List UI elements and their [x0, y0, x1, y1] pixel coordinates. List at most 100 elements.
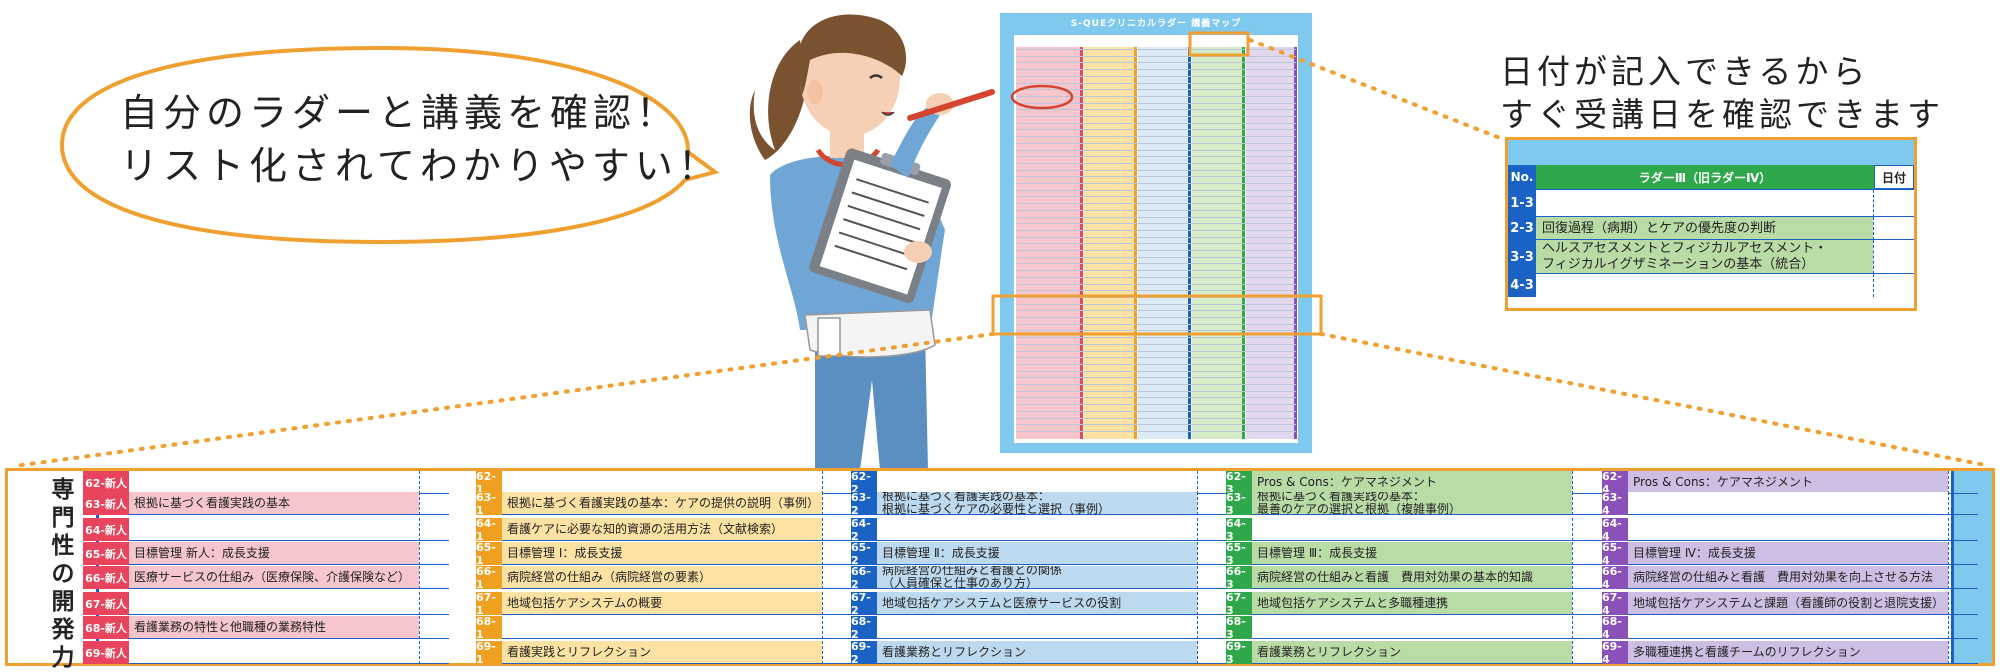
strip-date-cell[interactable]	[1948, 542, 1978, 565]
strip-date-cell[interactable]	[822, 492, 852, 515]
strip-date-cell[interactable]	[1197, 592, 1227, 615]
strip-date-cell[interactable]	[822, 641, 852, 664]
date-entry-cell[interactable]	[1873, 274, 1914, 297]
strip-date-cell[interactable]	[1948, 641, 1978, 664]
strip-date-cell[interactable]	[419, 471, 449, 494]
poster-row-line	[1016, 62, 1296, 64]
strip-date-cell[interactable]	[822, 592, 852, 615]
strip-date-cell[interactable]	[1948, 616, 1978, 639]
header-no: No.	[1508, 165, 1536, 189]
poster-sheet	[1014, 35, 1298, 443]
strip-date-cell[interactable]	[1572, 641, 1602, 664]
strip-date-cell[interactable]	[1948, 492, 1978, 515]
poster-row-line	[1016, 169, 1296, 171]
strip-cell-text	[502, 616, 822, 639]
strip-date-cell[interactable]	[1572, 471, 1602, 494]
strip-date-cell[interactable]	[1197, 492, 1227, 515]
strip-date-cell[interactable]	[1948, 566, 1978, 589]
strip-cell-number: 66-4	[1602, 565, 1628, 591]
strip-cell-number: 65-2	[851, 541, 877, 567]
date-entry-cell[interactable]	[1873, 190, 1914, 217]
strip-date-cell[interactable]	[1572, 566, 1602, 589]
poster-row-line	[1016, 424, 1296, 426]
vertical-label-char: 開	[51, 589, 75, 615]
strip-date-cell[interactable]	[822, 471, 852, 494]
table-top-band	[1508, 140, 1914, 165]
strip-date-cell[interactable]	[419, 492, 449, 515]
strip-date-cell[interactable]	[1572, 542, 1602, 565]
strip-date-cell[interactable]	[1197, 616, 1227, 639]
strip-date-cell[interactable]	[419, 641, 449, 664]
strip-date-cell[interactable]	[419, 592, 449, 615]
strip-date-cell[interactable]	[1948, 518, 1978, 541]
strip-date-cell[interactable]	[1948, 471, 1978, 494]
strip-cell-number: 67-3	[1226, 591, 1252, 617]
strip-cell-number: 62-1	[476, 470, 502, 496]
poster-row-line	[1016, 116, 1296, 117]
strip-date-cell[interactable]	[822, 566, 852, 589]
strip-date-cell[interactable]	[1572, 492, 1602, 515]
strip-cell-number: 65-1	[476, 541, 502, 567]
strip-cell-number: 62-3	[1226, 470, 1252, 496]
strip-cell: 64-新人	[83, 518, 449, 541]
poster-row-line	[1016, 350, 1296, 352]
vertical-label-char: 専	[51, 477, 75, 503]
strip-date-cell[interactable]	[1572, 518, 1602, 541]
date-entry-cell[interactable]	[1873, 217, 1914, 240]
strip-date-cell[interactable]	[1197, 471, 1227, 494]
vertical-label-char: 発	[51, 617, 75, 643]
strip-cell-text	[877, 518, 1197, 541]
strip-date-cell[interactable]	[1948, 592, 1978, 615]
strip-cell-number: 68-3	[1226, 615, 1252, 641]
strip-cell-number: 63-3	[1226, 491, 1252, 517]
poster-row-line	[1016, 357, 1296, 359]
bubble-line-2: リスト化されてわかりやすい！	[120, 144, 721, 188]
poster-row-line	[1016, 270, 1296, 272]
strip-cell-text: 医療サービスの仕組み（医療保険、介護保険など）	[129, 566, 419, 589]
strip-cell-text: Pros & Cons：ケアマネジメント	[1628, 471, 1948, 494]
strip-cell-number: 68-2	[851, 615, 877, 641]
strip-cell: 64-3	[1226, 517, 1602, 543]
strip-date-cell[interactable]	[1197, 641, 1227, 664]
poster-row-line	[1016, 149, 1296, 151]
strip-date-cell[interactable]	[822, 542, 852, 565]
strip-date-cell[interactable]	[1197, 542, 1227, 565]
strip-date-cell[interactable]	[822, 518, 852, 541]
strip-date-cell[interactable]	[419, 566, 449, 589]
strip-date-cell[interactable]	[419, 542, 449, 565]
table-row: 1-3	[1508, 189, 1914, 217]
strip-cell-number: 66-3	[1226, 565, 1252, 591]
date-entry-cell[interactable]	[1873, 240, 1914, 274]
row-number: 1-3	[1508, 190, 1536, 217]
strip-date-cell[interactable]	[1197, 518, 1227, 541]
poster-row-line	[1016, 216, 1296, 218]
strip-cell-number: 63-新人	[83, 492, 129, 515]
poster-row-line	[1016, 263, 1296, 265]
row-title	[1536, 190, 1873, 217]
strip-cell-text	[129, 471, 419, 494]
strip-cell-text: 根拠に基づく看護実践の基本：最善のケアの選択と根拠（複雑事例）	[1252, 492, 1572, 515]
poster-row-line	[1016, 122, 1296, 124]
poster-row-line	[1016, 404, 1296, 406]
strip-cell-text: 看護業務とリフレクション	[877, 641, 1197, 664]
strip-date-cell[interactable]	[419, 518, 449, 541]
strip-cell-text: Pros & Cons：ケアマネジメント	[1252, 471, 1572, 494]
strip-date-cell[interactable]	[419, 616, 449, 639]
poster-column-new	[1016, 47, 1083, 439]
strip-date-cell[interactable]	[1572, 592, 1602, 615]
strip-date-cell[interactable]	[822, 616, 852, 639]
strip-date-cell[interactable]	[1572, 616, 1602, 639]
strip-date-cell[interactable]	[1197, 566, 1227, 589]
strip-cell-text: 地域包括ケアシステムの概要	[502, 592, 822, 615]
row-number: 2-3	[1508, 217, 1536, 240]
table-row: 4-3	[1508, 273, 1914, 297]
vertical-section-label: 専門性の開発力	[44, 476, 82, 672]
